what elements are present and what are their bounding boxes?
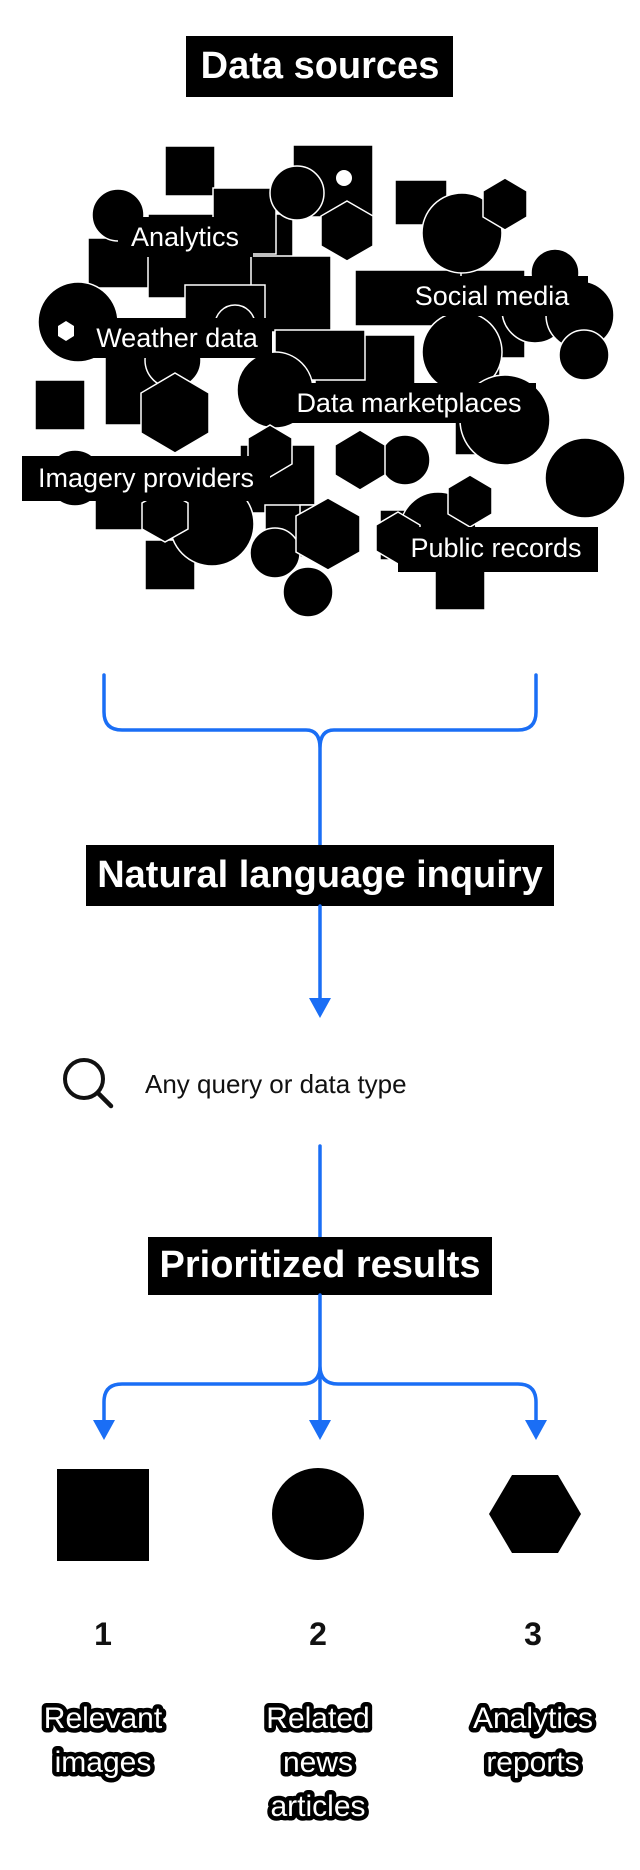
inquiry-header: Natural language inquiry [86, 845, 554, 906]
result-1-rank: 1 [94, 1616, 112, 1652]
square-icon [57, 1469, 149, 1561]
result-2: 2 Related news articles [262, 1468, 374, 1828]
source-label-analytics: Analytics [118, 217, 253, 257]
svg-text:Social media: Social media [415, 281, 571, 311]
results-title: Prioritized results [160, 1244, 481, 1286]
result-2-label-line-2: news [283, 1746, 353, 1779]
data-sources-header: Data sources [186, 36, 453, 97]
source-label-data-marketplaces: Data marketplaces [282, 383, 536, 423]
source-label-social-media: Social media [396, 276, 588, 316]
result-1-label-line-1: Relevant [44, 1702, 163, 1735]
data-sources-title: Data sources [201, 45, 440, 87]
svg-text:Analytics: Analytics [131, 222, 239, 252]
result-3-label-line-1: Analytics [473, 1702, 593, 1735]
svg-text:Imagery providers: Imagery providers [38, 463, 254, 493]
result-3: 3 Analytics reports [468, 1475, 598, 1784]
result-2-arrowhead [309, 1420, 331, 1440]
result-2-label-line-3: articles [270, 1790, 365, 1823]
merge-connector [102, 673, 538, 852]
search-row: Any query or data type [63, 1058, 407, 1109]
result-1-label-line-2: images [55, 1746, 152, 1779]
results-header: Prioritized results [148, 1237, 492, 1295]
search-icon [63, 1058, 114, 1109]
circle-icon [272, 1468, 364, 1560]
svg-text:Public records: Public records [410, 533, 581, 563]
hexagon-icon [489, 1475, 581, 1553]
result-3-label-line-2: reports [486, 1746, 579, 1779]
result-2-rank: 2 [309, 1616, 327, 1652]
result-1: 1 Relevant images [39, 1469, 167, 1784]
source-label-weather-data: Weather data [82, 318, 272, 358]
svg-text:Weather data: Weather data [96, 323, 259, 353]
result-2-label-line-1: Related [266, 1702, 369, 1735]
svg-text:Data marketplaces: Data marketplaces [296, 388, 521, 418]
inquiry-title: Natural language inquiry [97, 854, 543, 896]
result-3-arrowhead [525, 1420, 547, 1440]
result-1-arrowhead [93, 1420, 115, 1440]
inquiry-arrowhead [309, 998, 331, 1018]
source-label-public-records: Public records [398, 527, 598, 572]
search-query-text: Any query or data type [145, 1069, 407, 1099]
result-3-rank: 3 [524, 1616, 542, 1652]
source-label-imagery-providers: Imagery providers [22, 456, 270, 501]
results-fanout-connector [102, 1293, 538, 1422]
